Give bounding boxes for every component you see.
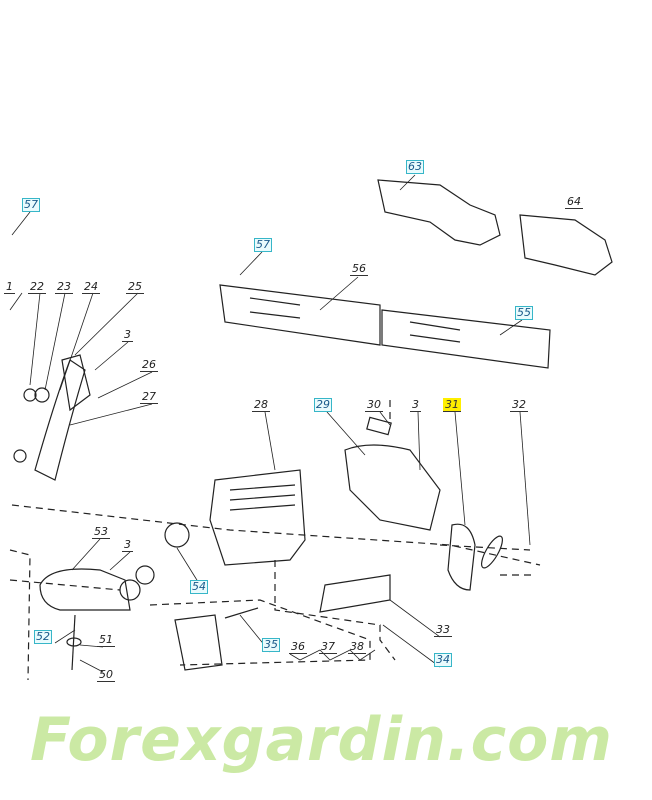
part-31-starter — [447, 523, 476, 591]
callout-33: 33 — [434, 623, 452, 637]
callout-24: 24 — [82, 280, 100, 294]
part-53-fuel-tank — [39, 568, 131, 611]
callout-57[interactable]: 57 — [22, 198, 40, 212]
callout-32: 32 — [510, 398, 528, 412]
callout-55[interactable]: 55 — [515, 306, 533, 320]
callout-34[interactable]: 34 — [434, 653, 452, 667]
callout-25: 25 — [126, 280, 144, 294]
part-35-carburettor — [174, 614, 223, 671]
callout-28: 28 — [252, 398, 270, 412]
callout-31[interactable]: 31 — [443, 398, 461, 412]
callout-53: 53 — [92, 525, 110, 539]
callout-57[interactable]: 57 — [254, 238, 272, 252]
part-64-cover — [519, 214, 613, 276]
part-28-engine — [209, 469, 306, 566]
callout-27: 27 — [140, 390, 158, 404]
callout-23: 23 — [55, 280, 73, 294]
callout-56: 56 — [350, 262, 368, 276]
callout-1: 1 — [4, 280, 15, 294]
callout-52[interactable]: 52 — [34, 630, 52, 644]
part-29-shroud — [344, 444, 441, 531]
callout-30: 30 — [365, 398, 383, 412]
callout-50: 50 — [97, 668, 115, 682]
callout-38: 38 — [348, 640, 366, 654]
watermark-logo: Forexgardin.com — [30, 705, 613, 775]
callout-3: 3 — [410, 398, 421, 412]
part-63-cover — [377, 179, 501, 246]
callout-35[interactable]: 35 — [262, 638, 280, 652]
part-55-tube — [381, 309, 551, 369]
part-33-grille — [319, 574, 391, 613]
callout-63[interactable]: 63 — [406, 160, 424, 174]
callout-3: 3 — [122, 538, 133, 552]
callout-29[interactable]: 29 — [314, 398, 332, 412]
callout-37: 37 — [319, 640, 337, 654]
part-handle — [34, 359, 86, 481]
part-56-tube — [219, 284, 381, 346]
callout-22: 22 — [28, 280, 46, 294]
callout-36: 36 — [289, 640, 307, 654]
callout-54[interactable]: 54 — [190, 580, 208, 594]
callout-26: 26 — [140, 358, 158, 372]
callout-51: 51 — [97, 633, 115, 647]
callout-3: 3 — [122, 328, 133, 342]
callout-64: 64 — [565, 195, 583, 209]
